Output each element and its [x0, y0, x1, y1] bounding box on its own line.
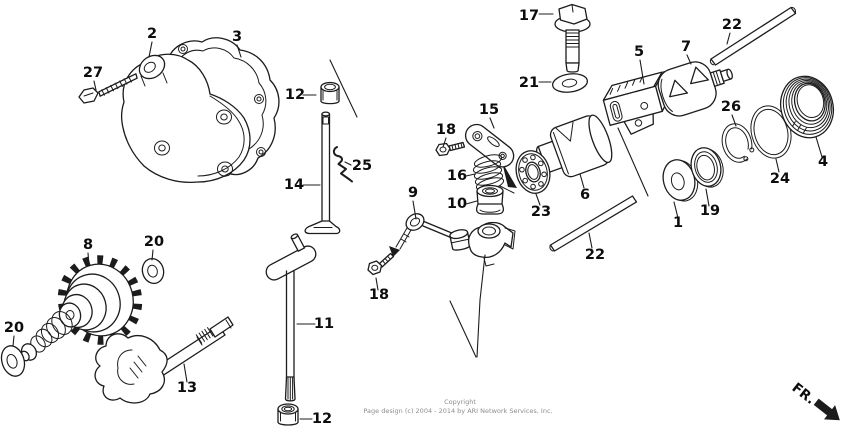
part-9-drawing	[389, 213, 516, 267]
fr-arrow-icon	[813, 398, 840, 421]
part-label-12: 12	[285, 87, 305, 103]
part-21-drawing	[551, 73, 589, 93]
part-12-top-drawing	[320, 81, 340, 105]
part-18-upper-drawing	[435, 141, 466, 157]
part-label-25: 25	[352, 158, 372, 174]
fr-direction-indicator: FR.	[789, 380, 840, 421]
part-26-drawing	[721, 123, 765, 170]
part-label-26: 26	[721, 99, 741, 115]
part-label-21: 21	[519, 75, 539, 91]
copyright-line2: Page design (c) 2004 - 2014 by ARI Netwo…	[363, 407, 552, 415]
part-20-left-drawing	[0, 345, 26, 377]
part-label-8: 8	[83, 237, 93, 253]
part-19-drawing	[690, 147, 724, 188]
leader-lines	[12, 13, 823, 420]
part-label-5: 5	[634, 44, 644, 60]
part-23-drawing	[515, 150, 551, 194]
part-label-22: 22	[722, 17, 742, 33]
part-label-4: 4	[818, 154, 828, 170]
part-label-11: 11	[314, 316, 334, 332]
part-13-drawing	[94, 316, 234, 404]
part-label-14: 14	[284, 177, 304, 193]
part-27-drawing	[78, 73, 138, 104]
part-label-2: 2	[147, 26, 157, 42]
part-8-drawing	[18, 255, 143, 363]
part-label-20: 20	[144, 234, 164, 250]
part-label-12: 12	[312, 411, 332, 427]
part-label-18: 18	[436, 122, 456, 138]
part-label-24: 24	[770, 171, 790, 187]
part-4-drawing	[779, 75, 835, 139]
part-10-drawing	[476, 184, 504, 215]
part-label-16: 16	[447, 168, 467, 184]
part-12-bottom-drawing	[277, 403, 299, 426]
part-label-6: 6	[580, 187, 590, 203]
part-label-27: 27	[83, 65, 103, 81]
part-18-lower-drawing	[367, 252, 395, 276]
part-label-22: 22	[585, 247, 605, 263]
part-label-18: 18	[369, 287, 389, 303]
part-20-upper-drawing	[141, 257, 165, 285]
part-2-drawing	[120, 53, 251, 184]
part-7-drawing	[657, 61, 733, 117]
indicator-lines	[329, 59, 649, 358]
part-label-15: 15	[479, 102, 499, 118]
part-label-7: 7	[681, 39, 691, 55]
copyright-line1: Copyright	[444, 398, 476, 406]
part-label-1: 1	[673, 215, 683, 231]
part-17-drawing	[554, 3, 591, 73]
part-label-10: 10	[447, 196, 467, 212]
part-label-13: 13	[177, 380, 197, 396]
part-label-23: 23	[531, 204, 551, 220]
part-25-drawing	[332, 146, 353, 183]
part-22-mid-drawing	[549, 195, 638, 252]
fr-label: FR.	[789, 380, 819, 408]
part-label-19: 19	[700, 203, 720, 219]
part-11-drawing	[265, 233, 317, 402]
part-label-3: 3	[232, 29, 242, 45]
part-label-20: 20	[4, 320, 24, 336]
part-14-drawing	[304, 111, 341, 235]
part-22-top-drawing	[709, 6, 797, 66]
part-label-9: 9	[408, 185, 418, 201]
part-15-drawing	[464, 123, 517, 188]
part-label-17: 17	[519, 8, 539, 24]
